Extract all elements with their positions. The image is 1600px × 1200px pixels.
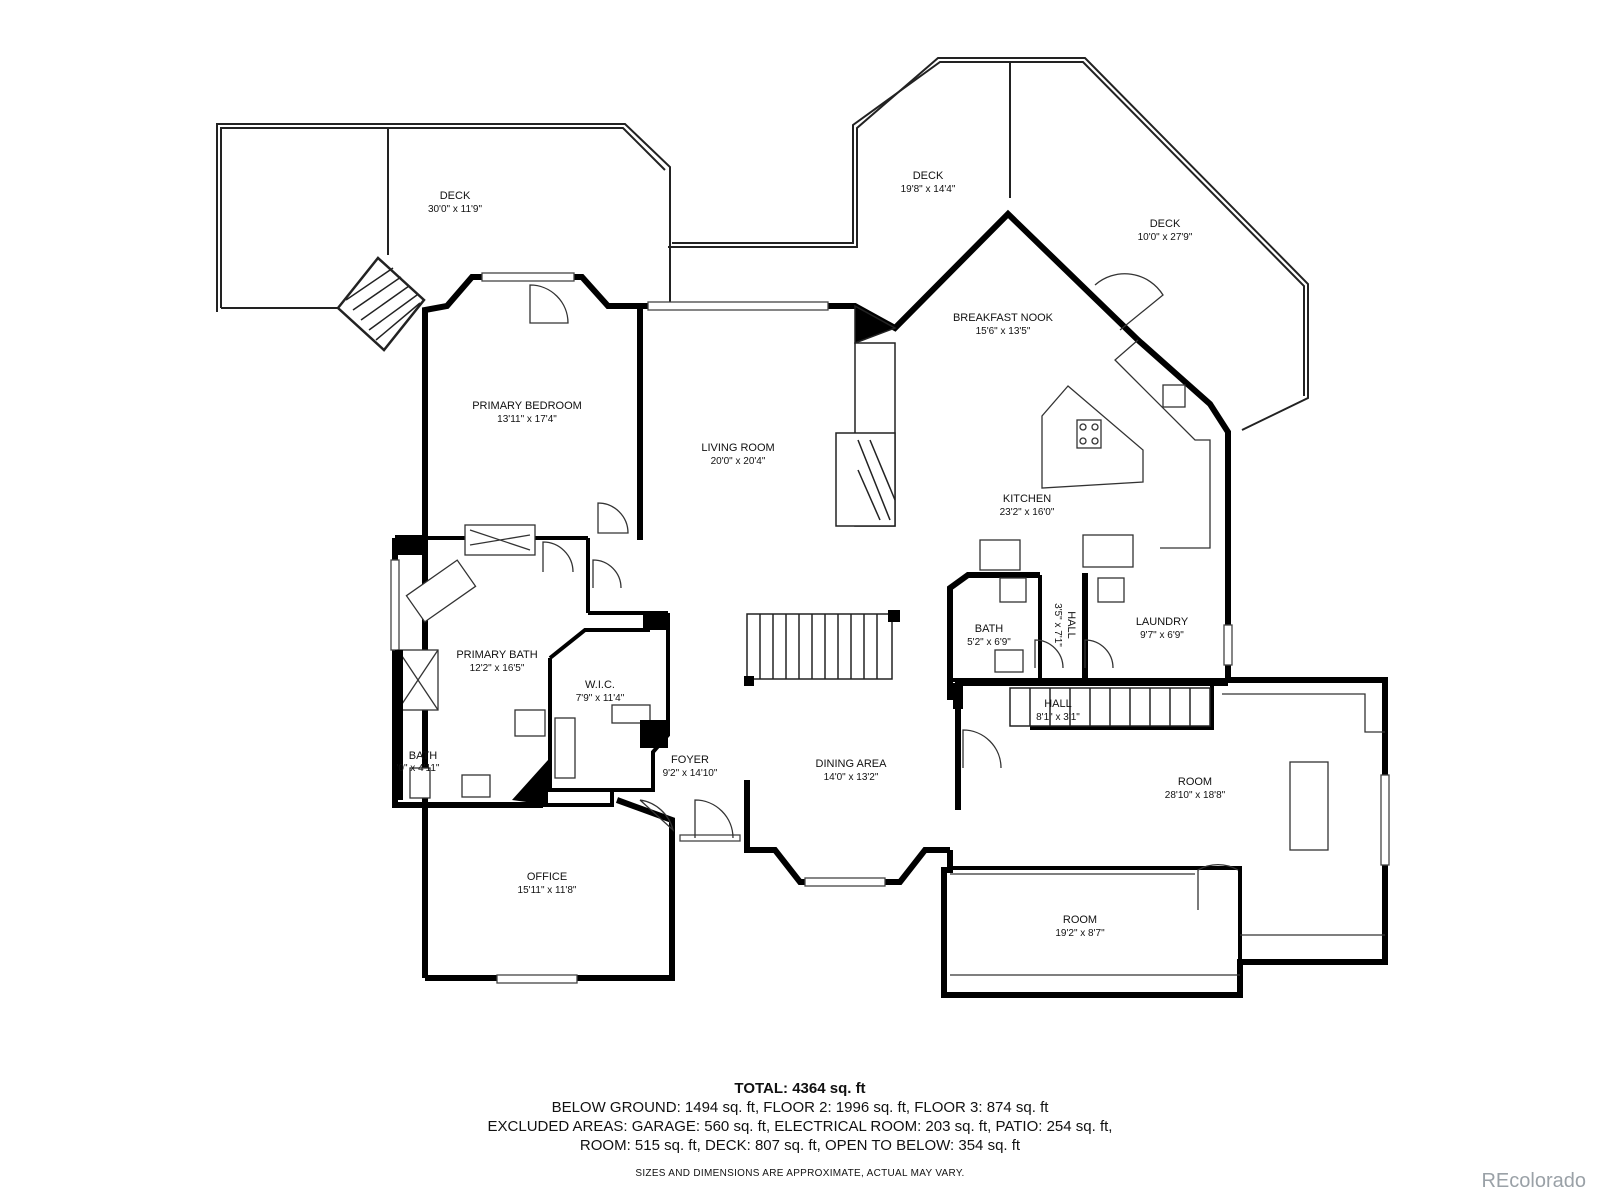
room-name-bath-small: BATH: [975, 623, 1004, 635]
room-dims-bath-small: 5'2" x 6'9": [967, 637, 1011, 648]
room-name-living-room: LIVING ROOM: [701, 442, 774, 454]
fireplace: [835, 304, 897, 527]
room-dims-deck-east: 10'0" x 27'9": [1138, 232, 1193, 243]
room-dims-room-large: 28'10" x 18'8": [1165, 790, 1226, 801]
room-name-primary-bedroom: PRIMARY BEDROOM: [472, 400, 582, 412]
room-dims-living-room: 20'0" x 20'4": [711, 456, 766, 467]
room-name-deck-north: DECK: [913, 170, 944, 182]
deck-outlines: [216, 57, 1309, 431]
room-name-hall-horizontal: HALL: [1044, 698, 1072, 710]
deck-stairs: [336, 256, 426, 352]
room-fixtures: [554, 693, 1385, 976]
total-area: TOTAL: 4364 sq. ft: [734, 1080, 866, 1097]
bath-fixtures: [397, 524, 1125, 799]
room-dims-wic: 7'9" x 11'4": [576, 693, 625, 704]
room-dims-room-small: 19'2" x 8'7": [1055, 928, 1105, 939]
room-dims-deck-north: 19'8" x 14'4": [901, 184, 956, 195]
room-dims-primary-bath: 12'2" x 16'5": [470, 663, 525, 674]
area-breakdown-line-3: ROOM: 515 sq. ft, DECK: 807 sq. ft, OPEN…: [579, 1137, 1021, 1154]
room-name-kitchen: KITCHEN: [1003, 493, 1051, 505]
room-name-primary-bath: PRIMARY BATH: [456, 649, 537, 661]
brand-logo: REcolorado: [1481, 1170, 1586, 1192]
floor-plan: DECK 30'0" x 11'9" DECK 19'8" x 14'4" DE…: [216, 57, 1390, 998]
interior-stairs: [746, 613, 1211, 727]
room-dims-hall-vertical: 3'5" x 7'1": [1052, 603, 1063, 647]
room-dims-kitchen: 23'2" x 16'0": [1000, 507, 1055, 518]
area-breakdown-line-1: BELOW GROUND: 1494 sq. ft, FLOOR 2: 1996…: [551, 1099, 1049, 1116]
disclaimer: SIZES AND DIMENSIONS ARE APPROXIMATE, AC…: [635, 1168, 965, 1179]
room-dims-dining-area: 14'0" x 13'2": [824, 772, 879, 783]
room-labels: DECK 30'0" x 11'9" DECK 19'8" x 14'4" DE…: [397, 170, 1226, 939]
deck-west-outline: [216, 123, 671, 312]
room-name-laundry: LAUNDRY: [1136, 616, 1189, 628]
room-dims-hall-horizontal: 8'1" x 3'1": [1036, 712, 1080, 723]
room-dims-laundry: 9'7" x 6'9": [1140, 630, 1184, 641]
solid-blocks: [395, 535, 963, 805]
windows: [390, 272, 1390, 984]
room-name-room-small: ROOM: [1063, 914, 1097, 926]
room-dims-foyer: 9'2" x 14'10": [663, 768, 718, 779]
room-name-room-large: ROOM: [1178, 776, 1212, 788]
room-name-deck-east: DECK: [1150, 218, 1181, 230]
deck-north-outline: [668, 57, 1309, 431]
doors: [529, 273, 1239, 910]
room-name-hall-vertical: HALL: [1065, 611, 1077, 639]
room-dims-breakfast-nook: 15'6" x 13'5": [976, 326, 1031, 337]
room-name-deck-west: DECK: [440, 190, 471, 202]
deck-west-inner: [220, 127, 666, 308]
room-name-dining-area: DINING AREA: [816, 758, 888, 770]
room-dims-bath-west: '0" x 4'11": [397, 763, 440, 774]
kitchen-island: [1041, 385, 1144, 489]
room-name-foyer: FOYER: [671, 754, 709, 766]
room-dims-office: 15'11" x 11'8": [518, 885, 577, 896]
exterior-walls: [392, 209, 1388, 998]
room-dims-deck-west: 30'0" x 11'9": [428, 204, 483, 215]
room-name-bath-west: BATH: [409, 750, 438, 762]
kitchen-counter: [979, 339, 1211, 571]
room-dims-primary-bedroom: 13'11" x 17'4": [497, 414, 557, 425]
area-breakdown-line-2: EXCLUDED AREAS: GARAGE: 560 sq. ft, ELEC…: [487, 1118, 1113, 1135]
room-name-wic: W.I.C.: [585, 679, 615, 691]
room-name-breakfast-nook: BREAKFAST NOOK: [953, 312, 1054, 324]
room-name-office: OFFICE: [527, 871, 567, 883]
